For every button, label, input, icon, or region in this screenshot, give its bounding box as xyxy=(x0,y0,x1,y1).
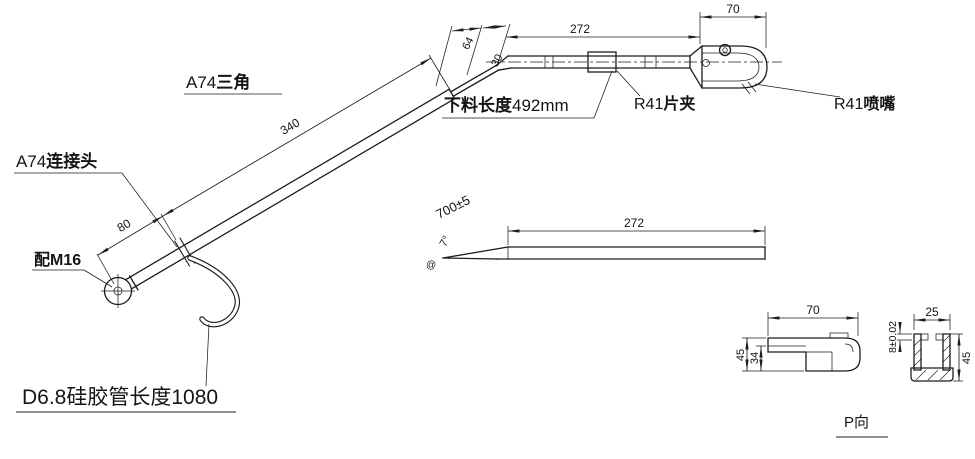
dim-overall-700-text: 700±5 xyxy=(433,192,472,222)
dim-taper-angle-text: 7° xyxy=(438,234,454,249)
dim-straight-272: 272 xyxy=(506,12,701,44)
dim-clip-45-text: 45 xyxy=(735,349,747,361)
dim-bend-30-text: 30 xyxy=(489,52,505,68)
clip-side-outline xyxy=(767,337,861,372)
dim-nozzle-70: 70 xyxy=(700,2,767,48)
nozzle-screw xyxy=(718,43,732,57)
clip-side-view: 70 45 34 xyxy=(735,303,861,372)
dim-tube-340-text: 340 xyxy=(278,115,303,137)
section-right-wall xyxy=(942,333,951,371)
dimensions-main: 80 340 64 30 272 70 xyxy=(96,2,767,285)
a74-connector-label: A74连接头 xyxy=(16,151,97,171)
blank-tube-view: 272 7° @ 700±5 xyxy=(426,192,766,271)
angled-tube xyxy=(125,55,512,291)
dim-bend-64-text: 64 xyxy=(460,35,476,51)
section-base xyxy=(910,367,954,382)
nozzle-head xyxy=(689,43,768,95)
dim-clip-34-text: 34 xyxy=(749,352,761,364)
datum-mark: @ xyxy=(426,260,436,271)
label-cut-length: 下料长度492mm xyxy=(442,70,613,119)
section-left-wall xyxy=(913,333,922,371)
label-r41-clip: R41片夹 xyxy=(616,70,695,113)
clip-section-view: 25 8±0.02 45 xyxy=(887,305,973,382)
dim-section-45-text: 45 xyxy=(961,352,973,364)
silicone-tube-loop xyxy=(187,255,241,328)
callout-labels: A74三角 A74连接头 配M16 下料长度492mm R41片夹 R41喷嘴 … xyxy=(14,70,895,413)
dim-nozzle-70-text: 70 xyxy=(726,2,740,16)
p-view-label: P向 xyxy=(844,414,869,431)
clip-coupler xyxy=(587,51,617,73)
r41-nozzle-label: R41喷嘴 xyxy=(834,94,895,113)
label-a74-triangle: A74三角 xyxy=(184,72,282,95)
dim-clip-70-text: 70 xyxy=(806,303,820,317)
dim-section-8-text: 8±0.02 xyxy=(887,321,899,353)
dim-grip-80: 80 xyxy=(96,213,177,285)
dim-straight-272-text: 272 xyxy=(570,22,590,36)
label-r41-nozzle: R41喷嘴 xyxy=(754,83,895,113)
nozzle-outline xyxy=(701,45,768,89)
label-m16: 配M16 xyxy=(32,251,113,288)
m16-label: 配M16 xyxy=(34,251,81,269)
a74-triangle-label: A74三角 xyxy=(186,72,250,92)
dim-section-25-text: 25 xyxy=(925,305,939,319)
dim-bend-64-30: 64 30 xyxy=(435,23,511,87)
p-view-label-group: P向 xyxy=(836,414,888,438)
dim-grip-80-text: 80 xyxy=(115,216,134,235)
r41-clip-label: R41片夹 xyxy=(634,94,695,113)
cut-length-label: 下料长度492mm xyxy=(444,95,569,115)
silicone-tube-label: D6.8硅胶管长度1080 xyxy=(22,386,218,409)
dim-blank-272-text: 272 xyxy=(624,216,644,230)
horizontal-tube xyxy=(486,51,782,73)
handle-ring xyxy=(101,274,135,308)
label-silicone-tube: D6.8硅胶管长度1080 xyxy=(16,323,236,413)
label-a74-connector: A74连接头 xyxy=(14,151,178,248)
connector-crossbar xyxy=(174,240,191,267)
